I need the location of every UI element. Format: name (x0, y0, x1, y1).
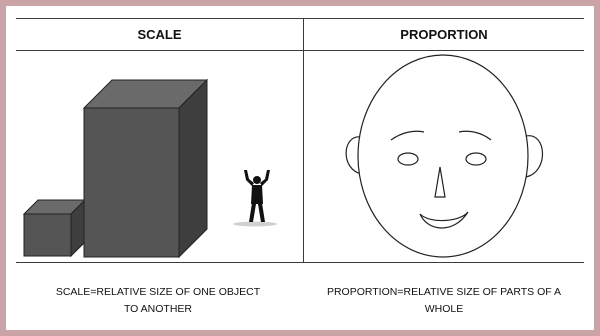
scale-illustration (16, 52, 303, 262)
diagram-frame: SCALE PROPORTION (6, 6, 594, 330)
right-eye (466, 153, 486, 165)
face-illustration (304, 52, 584, 262)
scale-caption: SCALE=RELATIVE SIZE OF ONE OBJECT TO ANO… (48, 284, 268, 318)
content-bottom-border (16, 262, 584, 263)
scale-header: SCALE (16, 18, 303, 50)
proportion-header: PROPORTION (304, 18, 584, 50)
tall-box (84, 80, 207, 257)
header-divider (16, 50, 584, 51)
small-box (24, 200, 85, 256)
person-icon (233, 170, 277, 227)
left-eye (398, 153, 418, 165)
proportion-caption: PROPORTION=RELATIVE SIZE OF PARTS OF A W… (326, 284, 562, 318)
